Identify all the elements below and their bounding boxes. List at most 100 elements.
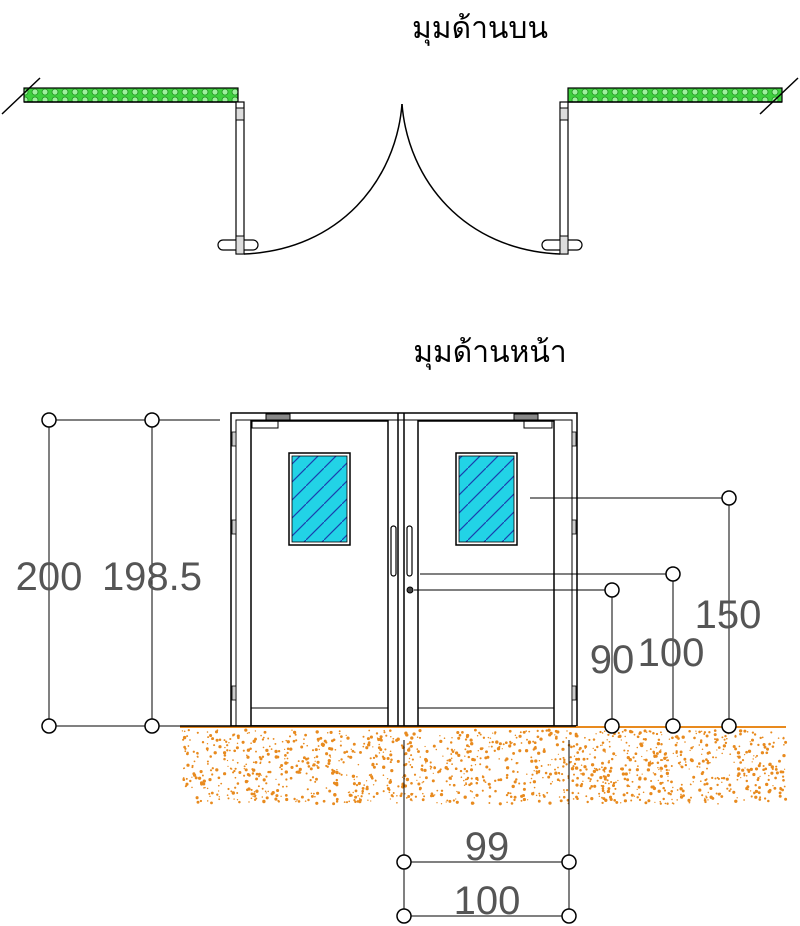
soil-speck <box>293 797 296 801</box>
window-top-label: 150 <box>695 593 762 637</box>
soil-speck <box>451 750 455 753</box>
soil-speck <box>779 770 783 774</box>
soil-speck <box>410 754 413 757</box>
soil-speck <box>530 777 533 780</box>
soil-speck <box>575 743 579 746</box>
soil-speck <box>492 732 494 734</box>
soil-speck <box>538 769 541 773</box>
soil-speck <box>700 730 703 732</box>
soil-speck <box>316 766 320 769</box>
soil-speck <box>729 788 732 790</box>
soil-speck <box>348 800 351 803</box>
soil-speck <box>489 737 492 739</box>
soil-speck <box>614 781 617 784</box>
soil-speck <box>628 768 632 772</box>
soil-speck <box>703 783 706 786</box>
soil-speck <box>476 755 479 758</box>
soil-speck <box>620 739 622 741</box>
dimension-frame-width: 100 <box>396 879 577 924</box>
soil-speck <box>580 764 583 766</box>
top-view-title: มุมด้านบน <box>412 11 548 47</box>
soil-speck <box>537 799 541 803</box>
soil-speck <box>363 742 366 745</box>
soil-speck <box>714 777 717 780</box>
soil-speck <box>634 752 638 756</box>
soil-speck <box>218 798 221 801</box>
soil-speck <box>291 729 293 731</box>
soil-speck <box>465 783 468 786</box>
soil-speck <box>312 764 314 767</box>
soil-speck <box>325 764 328 767</box>
soil-speck <box>680 793 682 796</box>
soil-speck <box>375 792 379 795</box>
soil-speck <box>558 796 561 798</box>
soil-speck <box>383 729 385 732</box>
soil-speck <box>573 762 577 766</box>
soil-speck <box>584 736 586 739</box>
soil-speck <box>774 767 778 771</box>
soil-speck <box>196 800 200 804</box>
soil-speck <box>343 751 347 754</box>
soil-speck <box>420 768 424 771</box>
soil-speck <box>182 778 186 782</box>
soil-speck <box>721 752 723 755</box>
soil-speck <box>626 784 630 788</box>
soil-speck <box>606 739 608 741</box>
soil-speck <box>502 743 505 746</box>
soil-speck <box>664 802 667 805</box>
soil-speck <box>759 775 761 778</box>
soil-speck <box>642 742 644 744</box>
soil-speck <box>575 734 579 738</box>
soil-speck <box>717 802 719 805</box>
soil-speck <box>601 732 604 734</box>
soil-speck <box>389 798 392 800</box>
soil-speck <box>766 747 769 751</box>
soil-speck <box>358 797 361 799</box>
soil-speck <box>218 738 222 741</box>
soil-speck <box>253 795 257 798</box>
soil-speck <box>250 742 252 744</box>
soil-speck <box>227 797 230 800</box>
soil-speck <box>546 791 549 794</box>
soil-speck <box>644 738 647 741</box>
soil-speck <box>666 756 668 759</box>
soil-speck <box>316 791 320 795</box>
soil-speck <box>554 734 556 736</box>
soil-speck <box>698 788 702 792</box>
soil-speck <box>368 774 371 777</box>
soil-speck <box>286 747 290 751</box>
soil-speck <box>577 792 580 795</box>
ground-soil <box>180 725 788 806</box>
push-bar-label: 100 <box>638 631 705 675</box>
soil-speck <box>739 761 743 764</box>
soil-speck <box>505 757 509 761</box>
soil-speck <box>217 790 220 792</box>
soil-speck <box>544 771 548 775</box>
soil-speck <box>407 795 411 798</box>
soil-speck <box>656 742 661 746</box>
door-lock <box>406 586 414 594</box>
soil-speck <box>312 792 315 795</box>
soil-speck <box>464 748 467 751</box>
soil-speck <box>370 800 372 802</box>
soil-speck <box>315 801 319 805</box>
soil-speck <box>463 767 467 771</box>
soil-speck <box>612 792 615 795</box>
soil-speck <box>699 780 702 783</box>
soil-speck <box>250 788 253 791</box>
soil-speck <box>214 730 219 734</box>
soil-speck <box>206 749 209 752</box>
soil-speck <box>264 790 267 793</box>
soil-speck <box>575 757 578 761</box>
soil-speck <box>579 784 583 788</box>
soil-speck <box>488 786 492 789</box>
soil-speck <box>517 762 519 764</box>
soil-speck <box>626 752 629 755</box>
soil-speck <box>679 764 681 766</box>
soil-speck <box>455 751 459 755</box>
soil-speck <box>562 789 565 791</box>
soil-speck <box>586 800 589 804</box>
soil-speck <box>507 791 510 795</box>
soil-speck <box>423 795 426 798</box>
soil-speck <box>522 787 526 791</box>
